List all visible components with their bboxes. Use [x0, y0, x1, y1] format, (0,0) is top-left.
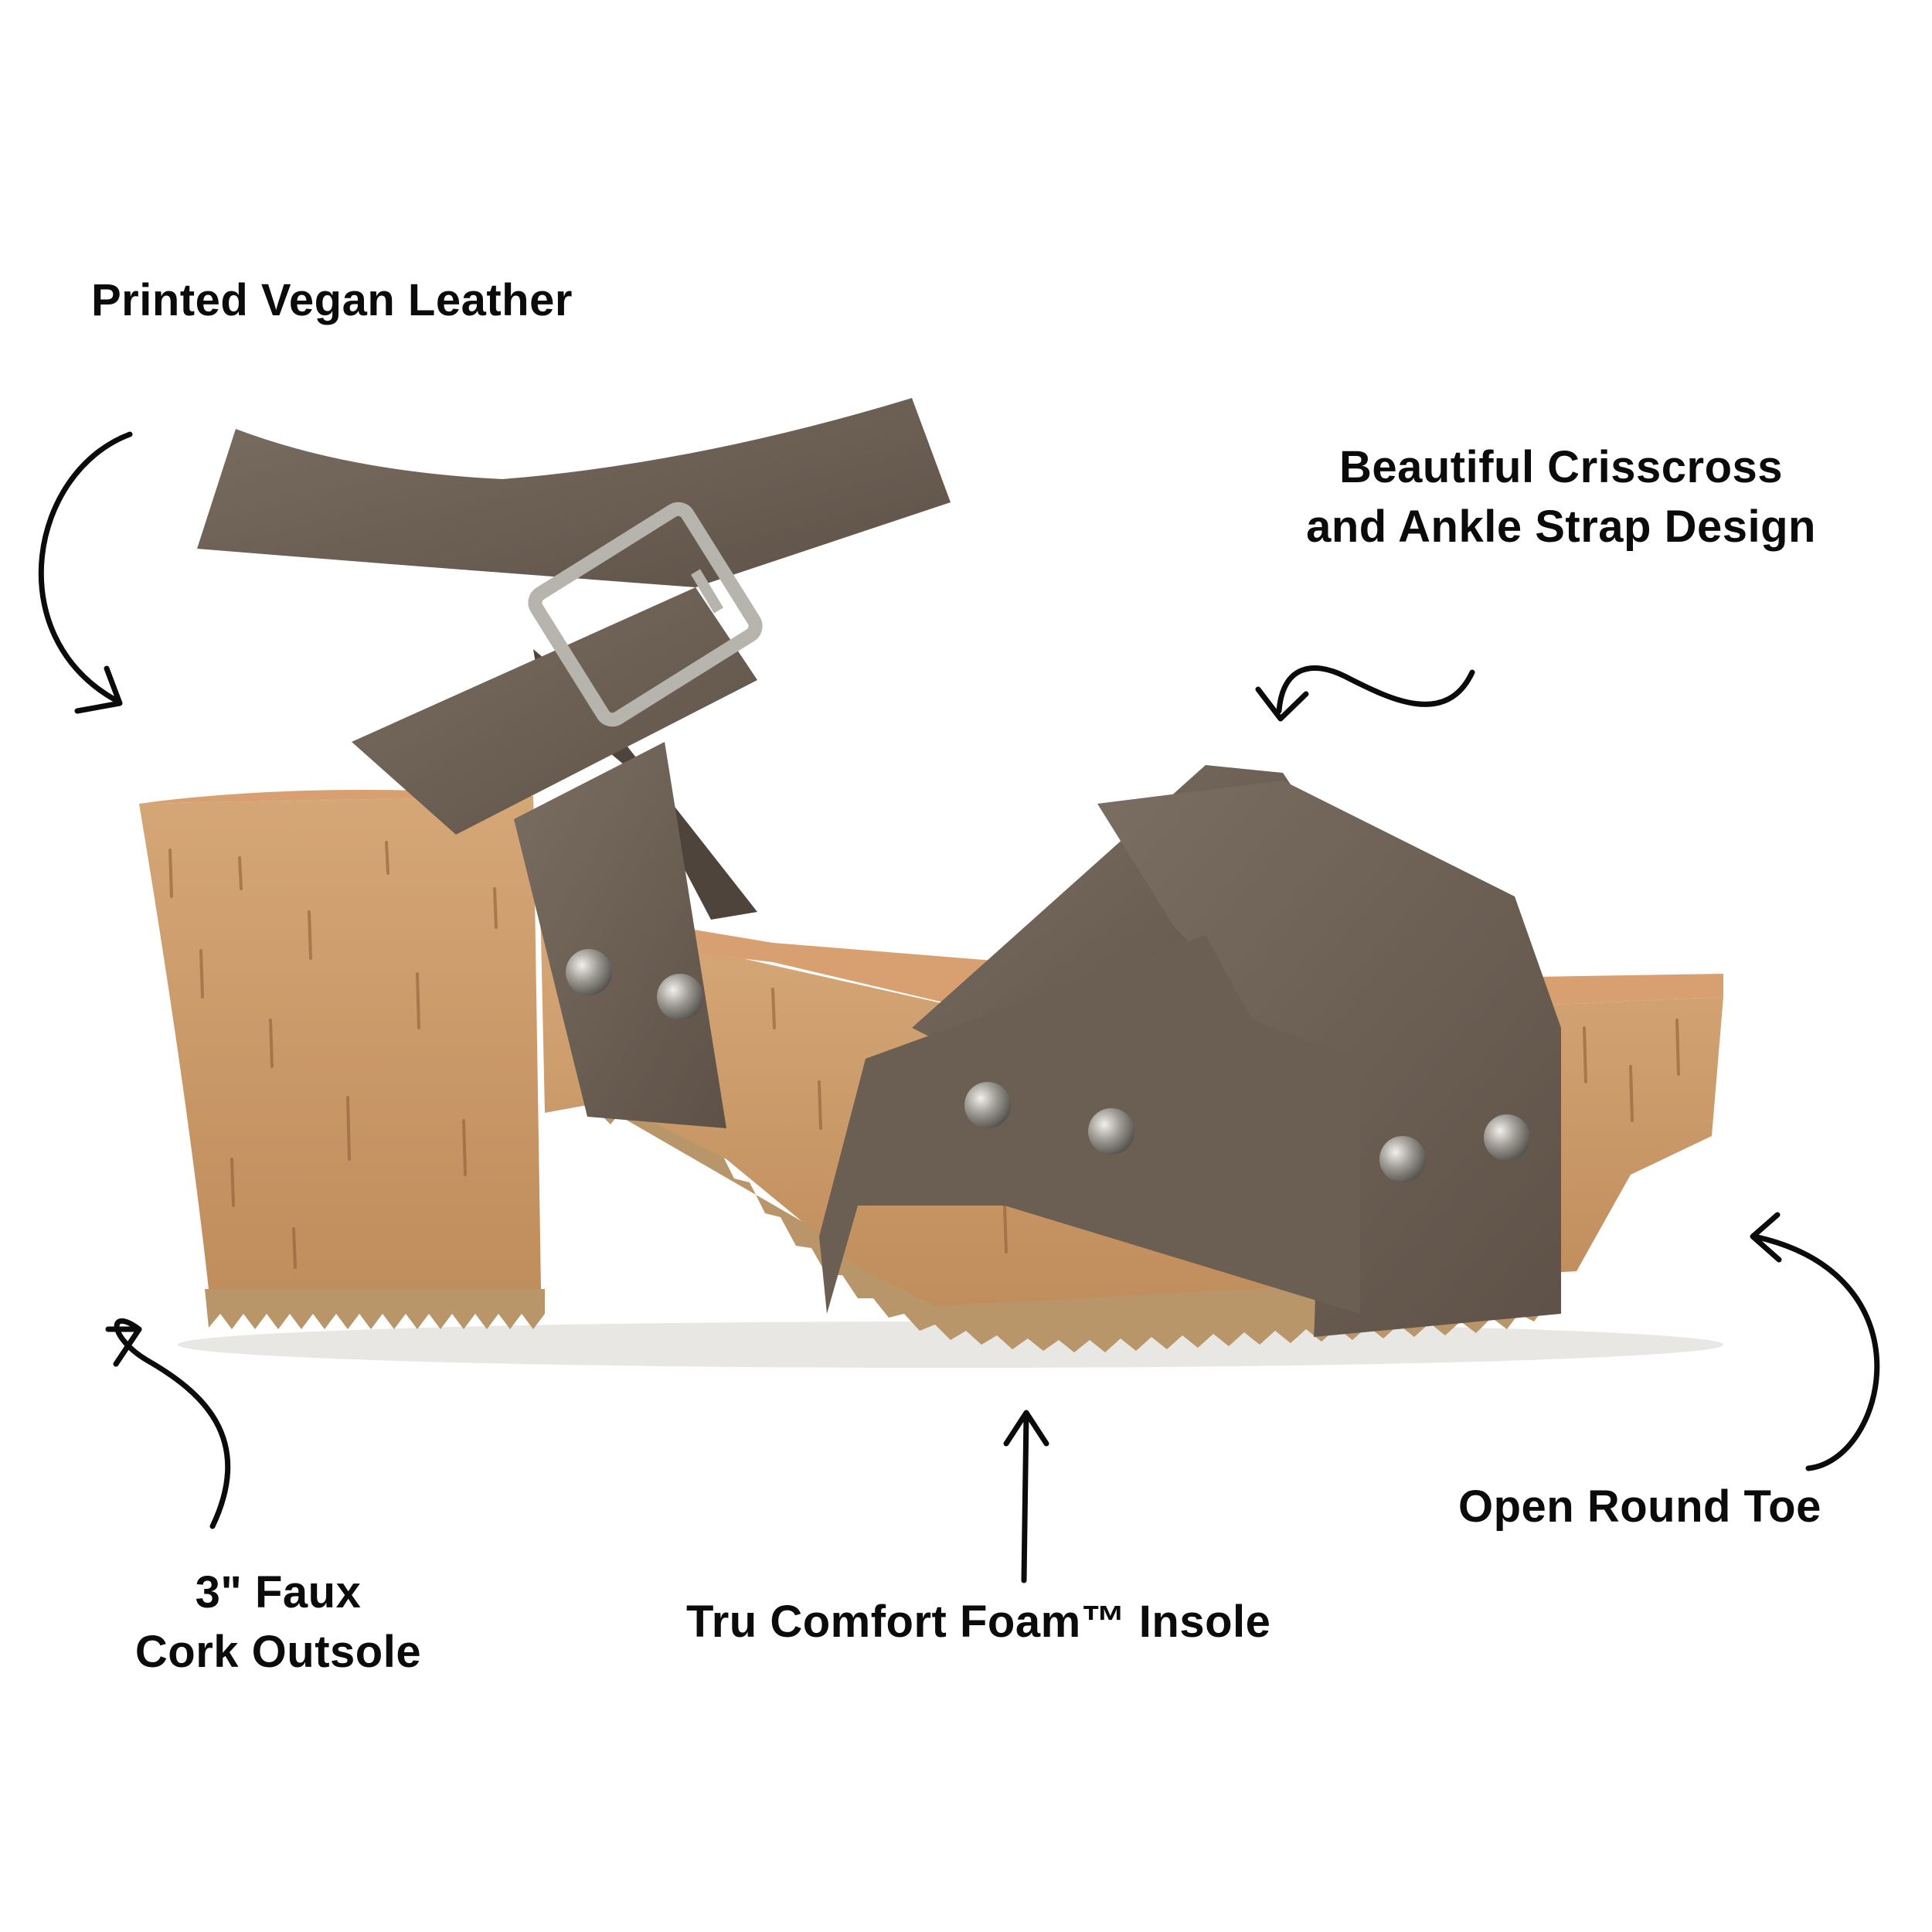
ankle-strap — [197, 398, 951, 587]
footbed — [139, 790, 1723, 1028]
heel-sole — [205, 1289, 545, 1329]
cork-heel — [139, 796, 541, 1289]
arrow-toe-icon — [1751, 1233, 1880, 1471]
arrow-insole-icon — [1021, 1411, 1029, 1583]
callout-faux-cork: 3" Faux Cork Outsole — [100, 1563, 456, 1682]
callout-printed-vegan-leather: Printed Vegan Leather — [91, 275, 573, 325]
callout-faux-cork-line1: 3" Faux — [195, 1567, 362, 1617]
arrow-outsole-icon — [114, 1318, 231, 1529]
arrow-crisscross-icon — [1276, 665, 1475, 714]
arrow-leather-icon — [38, 431, 133, 702]
callout-crisscross-line2: and Ankle Strap Design — [1306, 501, 1816, 552]
metal-studs — [566, 949, 1530, 1182]
quarter-strap — [514, 742, 726, 1128]
callout-insole: Tru Comfort Foam™ Insole — [686, 1597, 1271, 1647]
callout-faux-cork-line2: Cork Outsole — [134, 1626, 422, 1677]
callout-open-toe: Open Round Toe — [1458, 1481, 1821, 1532]
strap-tail — [352, 587, 757, 835]
buckle — [528, 502, 763, 727]
callout-crisscross-line1: Beautiful Crisscross — [1338, 442, 1784, 492]
buckle-prong — [690, 569, 724, 614]
callout-crisscross: Beautiful Crisscross and Ankle Strap Des… — [1260, 438, 1862, 556]
